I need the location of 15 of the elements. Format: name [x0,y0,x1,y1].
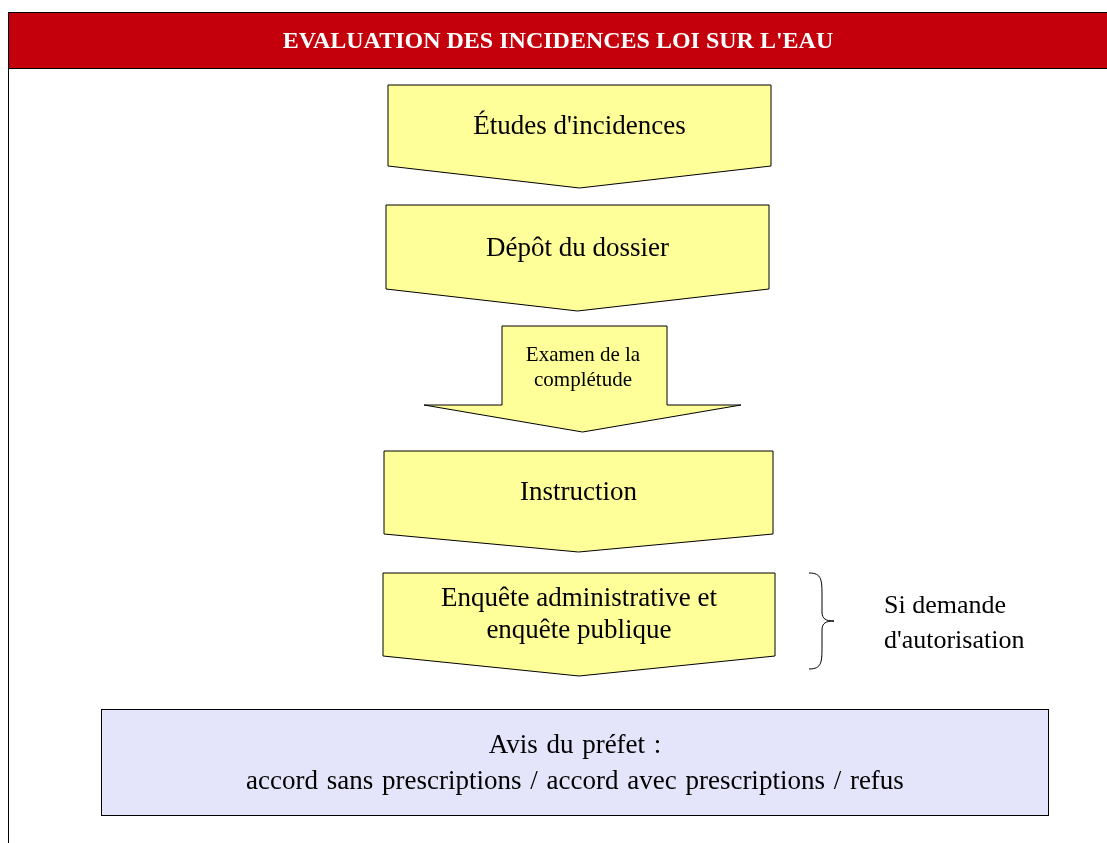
chevron-box [388,85,771,188]
chevron-box [383,573,775,676]
node-label: Examen de la complétude [524,342,642,393]
node-label: Dépôt du dossier [485,231,670,264]
node-label: Instruction [519,475,638,508]
side-note: Si demande d'autorisation [884,589,1026,657]
title-bar: EVALUATION DES INCIDENCES LOI SUR L'EAU [8,12,1107,69]
chevron-box [386,205,769,311]
node-label: Enquête administrative et enquête publique [440,581,718,646]
arrow-shape [424,326,741,432]
result-box [101,709,1049,816]
chevron-box [384,451,773,552]
node-label: accord sans prescriptions / accord avec prescriptions / refus [246,763,904,797]
node-label: Études d'incidences [472,109,687,142]
node-label: Avis du préfet : [488,728,662,762]
